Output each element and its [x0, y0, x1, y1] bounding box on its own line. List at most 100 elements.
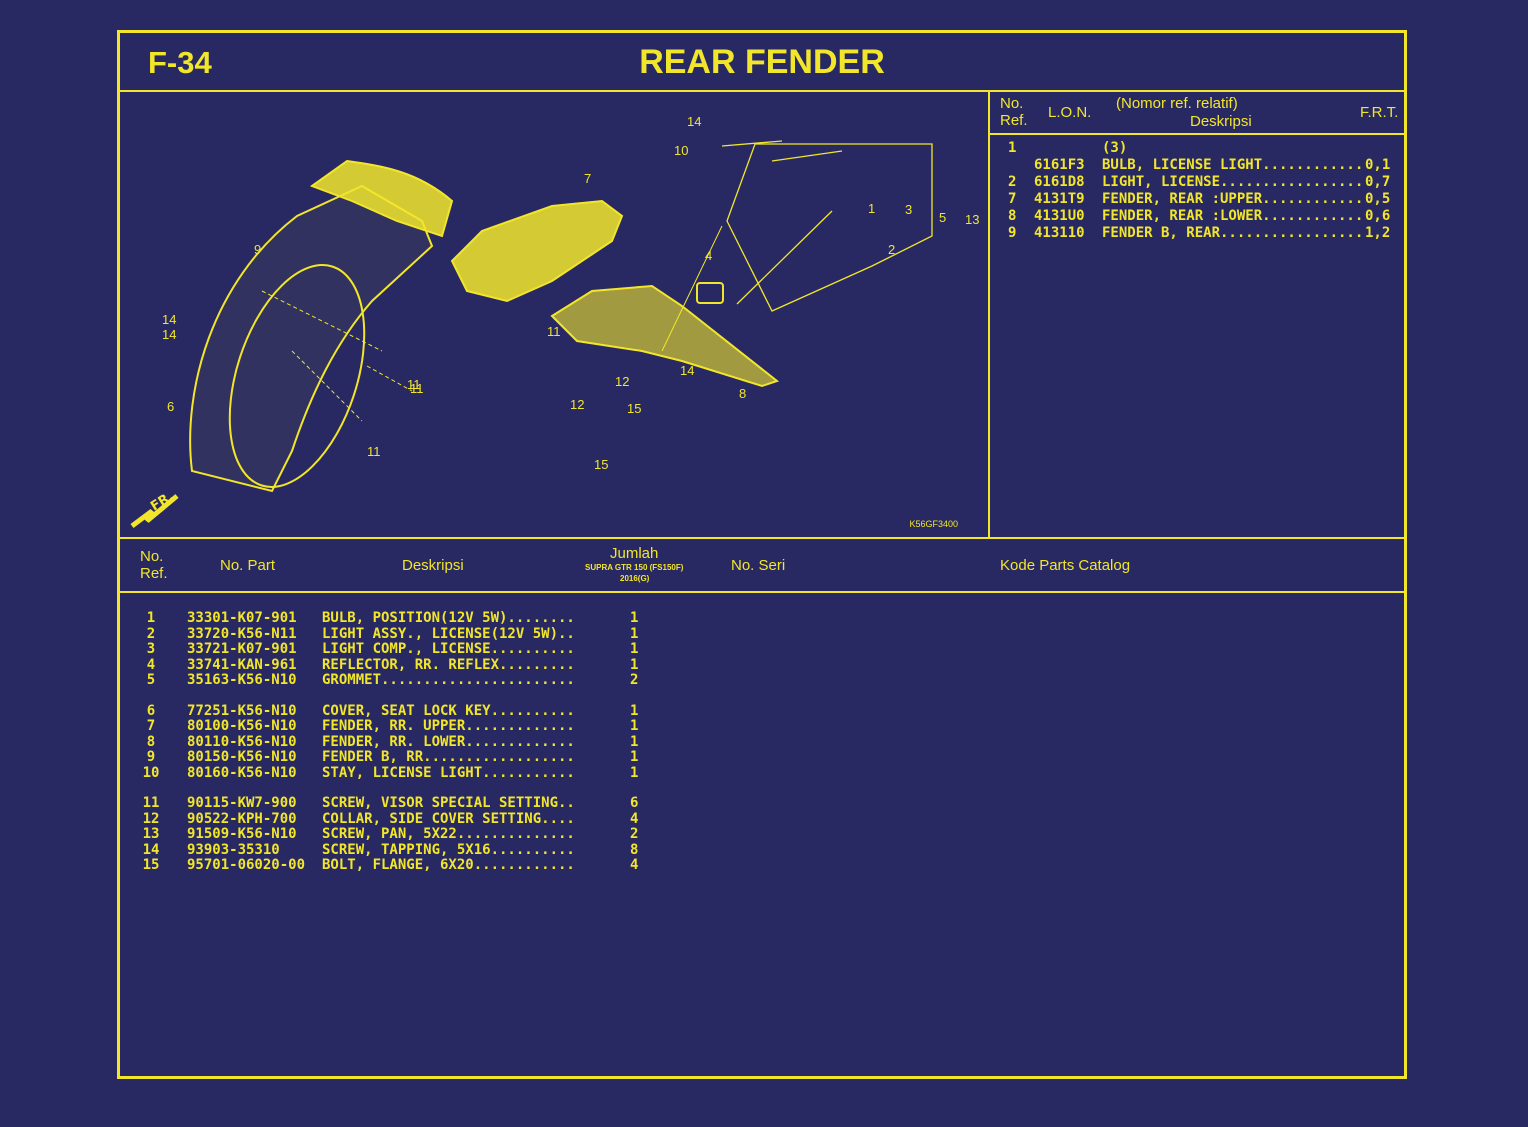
part-desc: STAY, LICENSE LIGHT........... — [322, 764, 575, 781]
part-desc: FENDER B, RR.................. — [322, 749, 575, 765]
divider — [120, 591, 1404, 593]
part-ref: 3 — [146, 641, 156, 657]
lon-table: No. Ref. L.O.N. (Nomor ref. relatif) Des… — [990, 91, 1407, 537]
diagram-callout: 9 — [254, 242, 261, 257]
parts-row: 10 80160-K56-N10 STAY, LICENSE LIGHT......… — [120, 765, 920, 781]
part-qty: 1 — [630, 749, 639, 765]
part-desc: BULB, POSITION(12V 5W)........ — [322, 610, 575, 626]
divider — [988, 91, 990, 537]
part-qty: 1 — [630, 625, 639, 642]
part-ref: 2 — [146, 625, 156, 642]
part-qty: 1 — [630, 718, 639, 734]
parts-header-jumlah: Jumlah — [610, 545, 659, 562]
diagram-callout: 14 — [162, 327, 176, 342]
lon-desc: BULB, LICENSE LIGHT............ — [1102, 157, 1364, 173]
diagram-callout: 11 — [547, 324, 561, 339]
diagram-callout: 7 — [584, 171, 591, 186]
lon-frt: 0,5 — [1365, 191, 1391, 207]
part-qty: 4 — [630, 810, 639, 827]
lon-header-frt: F.R.T. — [1360, 104, 1399, 121]
diagram-callout: 14 — [162, 312, 176, 327]
parts-header-model: SUPRA GTR 150 (FS150F) — [585, 563, 684, 572]
diagram-callout: 12 — [570, 397, 584, 412]
part-qty: 1 — [630, 610, 639, 626]
lon-frt: 0,7 — [1365, 174, 1391, 190]
parts-row: 13 91509-K56-N10 SCREW, PAN, 5X22.........… — [120, 826, 920, 842]
diagram-callout: 10 — [674, 143, 688, 158]
part-desc: BOLT, FLANGE, 6X20............ — [322, 857, 575, 873]
parts-header-year: 2016(G) — [620, 574, 650, 583]
part-part: 90115-KW7-900 — [187, 795, 297, 811]
part-desc: COVER, SEAT LOCK KEY.......... — [322, 702, 575, 719]
diagram-callout: 5 — [939, 210, 946, 225]
part-part: 80110-K56-N10 — [187, 733, 297, 750]
diagram-callout: 11 — [367, 444, 381, 459]
part-desc: SCREW, TAPPING, 5X16.......... — [322, 841, 575, 858]
parts-header-no-ref: No. Ref. — [140, 548, 168, 582]
part-desc: FENDER, RR. UPPER............. — [322, 718, 575, 734]
diagram-callout: 11 — [407, 377, 421, 392]
part-part: 33721-K07-901 — [187, 641, 297, 657]
part-qty: 1 — [630, 733, 639, 750]
lon-lon: 6161F3 — [1034, 157, 1085, 173]
part-ref: 12 — [142, 810, 160, 827]
part-part: 80100-K56-N10 — [187, 718, 297, 734]
part-desc: REFLECTOR, RR. REFLEX......... — [322, 656, 575, 673]
lon-desc: (3) — [1102, 140, 1128, 156]
part-desc: LIGHT ASSY., LICENSE(12V 5W).. — [322, 625, 575, 642]
part-qty: 2 — [630, 826, 639, 842]
diagram-callout: 14 — [680, 363, 694, 378]
part-qty: 2 — [630, 672, 639, 688]
lon-ref: 8 — [1008, 208, 1017, 224]
lon-lon: 413110 — [1034, 225, 1085, 241]
part-qty: 1 — [630, 702, 639, 719]
lon-header-deskripsi: Deskripsi — [1190, 113, 1252, 130]
parts-header-kode: Kode Parts Catalog — [1000, 557, 1131, 574]
part-ref: 4 — [146, 656, 156, 673]
part-desc: SCREW, VISOR SPECIAL SETTING.. — [322, 795, 575, 811]
part-part: 33741-KAN-961 — [187, 656, 297, 673]
diagram-callout: 8 — [739, 386, 746, 401]
lon-frt: 0,6 — [1365, 208, 1391, 224]
lon-desc: FENDER, REAR :UPPER............ — [1102, 191, 1364, 207]
diagram-callout: 15 — [594, 457, 608, 472]
part-ref: 1 — [146, 610, 156, 626]
divider — [120, 90, 1404, 92]
lon-ref: 1 — [1008, 140, 1017, 156]
part-ref: 6 — [146, 702, 156, 719]
lon-row: 1 (3) — [990, 140, 1407, 157]
part-desc: SCREW, PAN, 5X22.............. — [322, 826, 575, 842]
lon-lon: 4131T9 — [1034, 191, 1085, 207]
part-qty: 1 — [630, 656, 639, 673]
diagram-callout: 11 — [410, 381, 424, 396]
diagram-callout: 4 — [705, 248, 712, 263]
part-part: 95701-06020-00 — [187, 857, 306, 873]
lon-desc: FENDER B, REAR................. — [1102, 225, 1364, 241]
part-ref: 9 — [146, 749, 156, 765]
part-ref: 10 — [142, 764, 160, 781]
part-ref: 13 — [142, 826, 160, 842]
lon-desc: LIGHT, LICENSE................. — [1102, 174, 1364, 190]
lon-header-no-ref: No. Ref. — [1000, 95, 1028, 129]
part-qty: 4 — [630, 857, 639, 873]
diagram-callout: 1 — [868, 201, 875, 216]
catalog-frame: F-34 REAR FENDER — [117, 30, 1407, 1079]
diagram-callout: 14 — [687, 114, 701, 129]
part-qty: 1 — [630, 764, 639, 781]
lon-frt: 1,2 — [1365, 225, 1391, 241]
part-part: 91509-K56-N10 — [187, 826, 297, 842]
diagram-callout: 3 — [905, 202, 912, 217]
divider — [990, 133, 1407, 135]
part-part: 80160-K56-N10 — [187, 764, 297, 781]
